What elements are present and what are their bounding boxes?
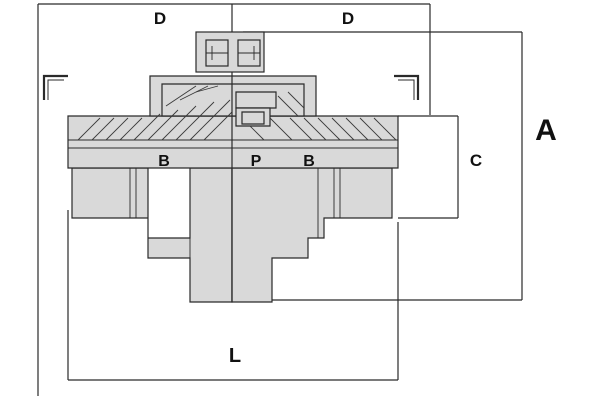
label-l: L <box>229 345 241 367</box>
label-d-right: D <box>342 9 354 28</box>
right-corner-bracket <box>394 74 420 100</box>
left-hub <box>71 167 233 303</box>
center-spacer-notch <box>241 111 265 125</box>
cover-inner <box>161 83 305 117</box>
label-a: A <box>535 114 557 147</box>
bolt-assembly <box>195 31 265 73</box>
corner-brackets <box>42 74 420 100</box>
dimension-labels: D D A C B P B L <box>154 9 557 367</box>
right-hub <box>231 167 393 303</box>
dimension-lines <box>37 3 523 396</box>
label-b-right: B <box>303 153 315 170</box>
right-corner-bracket-inner <box>398 79 415 100</box>
label-d-left: D <box>154 9 166 28</box>
hatch-lines <box>77 85 397 141</box>
label-p: P <box>251 153 262 170</box>
left-corner-bracket-inner <box>47 79 64 100</box>
center-spacer-block <box>235 91 277 109</box>
label-b-left: B <box>158 153 170 170</box>
outer-sleeve <box>67 115 399 169</box>
label-c: C <box>470 151 482 170</box>
coupling-body <box>67 31 399 303</box>
left-corner-bracket <box>42 74 68 100</box>
